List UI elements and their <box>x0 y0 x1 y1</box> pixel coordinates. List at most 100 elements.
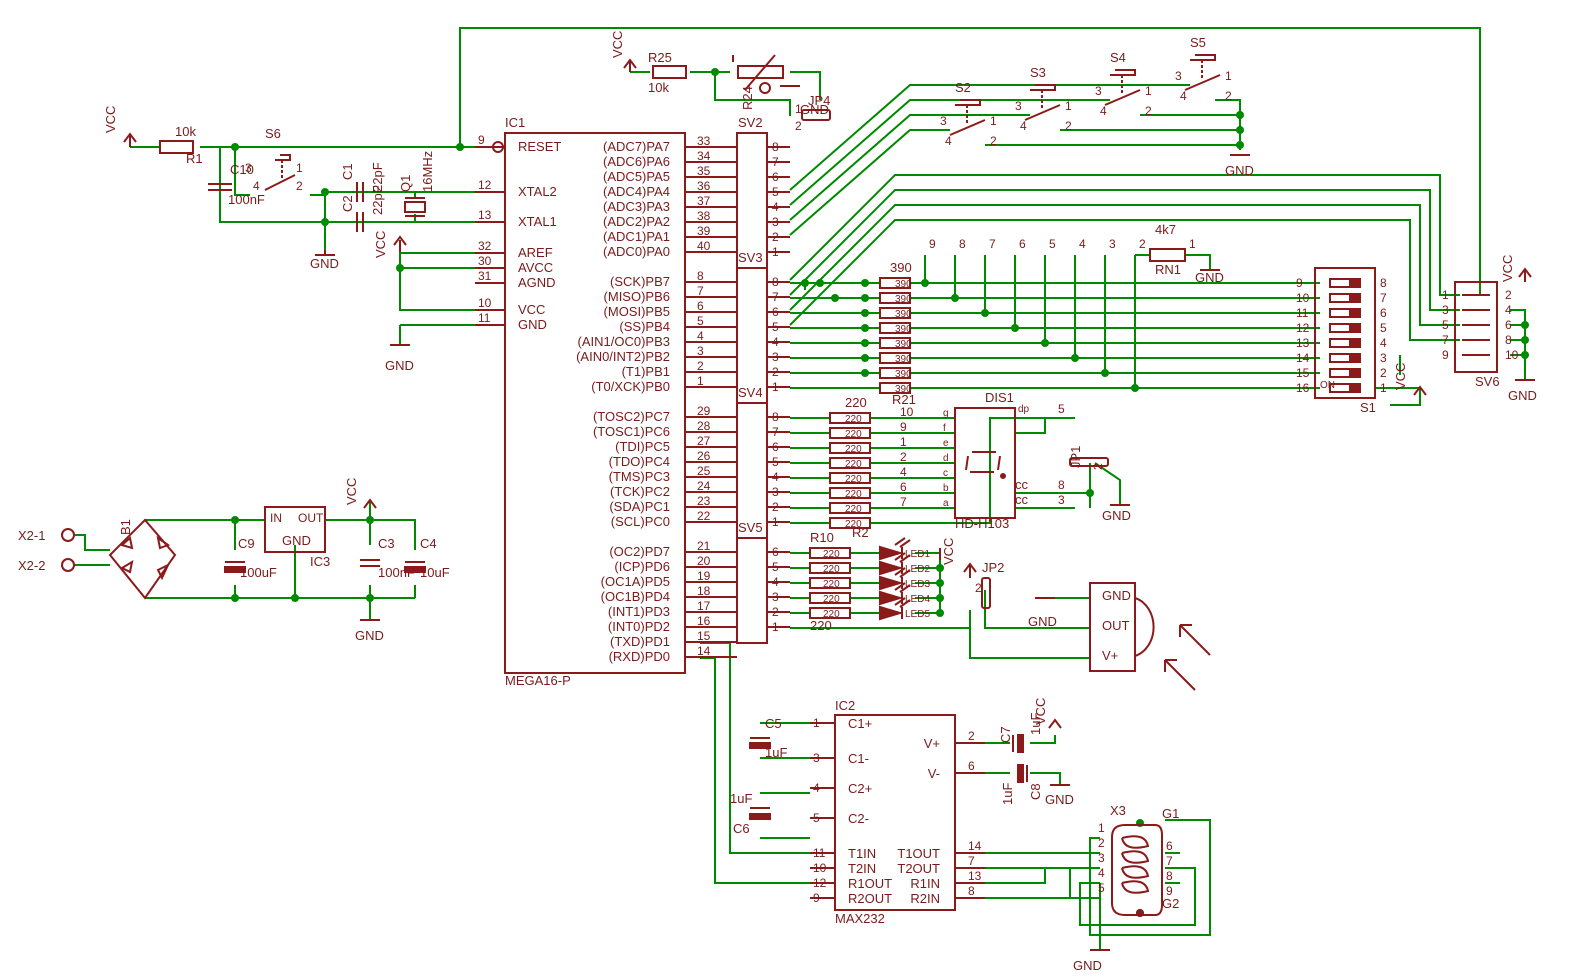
dip-pin-num: 16 <box>1296 381 1310 395</box>
ic1-pin-num: 35 <box>697 164 711 178</box>
r2-value: 220 <box>845 489 862 500</box>
dip-pin-num: 6 <box>1380 306 1387 320</box>
ic2-name: IC2 <box>835 698 855 713</box>
x3-name: X3 <box>1110 803 1126 818</box>
ic1-pin-num: 37 <box>697 194 711 208</box>
ic1-pin-num: 21 <box>697 539 711 553</box>
dip-pin-num: 10 <box>1296 291 1310 305</box>
ic3-out: OUT <box>298 511 324 525</box>
dip-lever <box>1349 309 1360 317</box>
cc-label-1: cc <box>1015 477 1029 492</box>
sv6-pin-num: 9 <box>1442 348 1449 362</box>
ic1-pin-num: 30 <box>478 254 492 268</box>
ic1-pin-num: 38 <box>697 209 711 223</box>
jp2-name: JP2 <box>982 560 1004 575</box>
sv-pin-num: 3 <box>772 350 779 364</box>
rn1-resistor <box>1149 248 1186 262</box>
dis-pin-num: 2 <box>900 450 907 464</box>
ic1-pin-name: (OC1B)PD4 <box>601 589 670 604</box>
db9-pin-num: 5 <box>1098 881 1105 895</box>
r21-resistor <box>879 352 911 364</box>
cc-label-2: cc <box>1015 492 1029 507</box>
r1-name: R1 <box>186 151 203 166</box>
ic1-pin-num: 40 <box>697 239 711 253</box>
s6-pin: 1 <box>296 161 303 175</box>
c8-name: C8 <box>1028 783 1043 800</box>
r21-top-value: 390 <box>890 260 912 275</box>
ic1-pin-name: (TXD)PD1 <box>610 634 670 649</box>
led-r-value: 220 <box>823 579 840 590</box>
dip-lever <box>1349 384 1360 392</box>
ic1-pin-num: 32 <box>478 239 492 253</box>
led-resistor <box>809 607 851 619</box>
sv6-pin-num: 4 <box>1505 303 1512 317</box>
ic1-pin-name: (ADC3)PA3 <box>603 199 670 214</box>
rn1-pin-num: 2 <box>1139 237 1146 251</box>
led-resistor <box>809 547 851 559</box>
r21-value: 390 <box>895 279 912 290</box>
dip-pin-num: 15 <box>1296 366 1310 380</box>
ic1-pin-num: 14 <box>697 644 711 658</box>
dip-pin-num: 4 <box>1380 336 1387 350</box>
r1-value: 10k <box>175 124 196 139</box>
led-r-value: 220 <box>823 609 840 620</box>
max-pin-name: T2IN <box>848 861 876 876</box>
max-pin-num: 9 <box>813 891 820 905</box>
dis-pin-num: 1 <box>900 435 907 449</box>
rn1-name: RN1 <box>1155 262 1181 277</box>
sv-pin-num: 3 <box>772 485 779 499</box>
ir-out-label: OUT <box>1102 618 1130 633</box>
c9-name: C9 <box>238 536 255 551</box>
dip-lever <box>1349 339 1360 347</box>
ic1-pin-num: 15 <box>697 629 711 643</box>
ic1-pin-name: AGND <box>518 275 556 290</box>
sv-pin-num: 7 <box>772 425 779 439</box>
sv-pin-num: 2 <box>772 605 779 619</box>
r2-resistor <box>829 517 871 529</box>
ic1-pin-name: (ICP)PD6 <box>614 559 670 574</box>
ic1-pin-name: XTAL2 <box>518 184 557 199</box>
switch-pin: 2 <box>1145 104 1152 118</box>
ic1-pin-num: 5 <box>697 314 704 328</box>
sv6-pin-num: 8 <box>1505 333 1512 347</box>
r2-resistor <box>829 412 871 424</box>
ic1-pin-num: 18 <box>697 584 711 598</box>
sv5-label: SV5 <box>738 520 763 535</box>
r21-value: 390 <box>895 324 912 335</box>
gnd-label-6: GND <box>1508 388 1537 403</box>
ic1-pin-name: (TDI)PC5 <box>615 439 670 454</box>
dis-pin-num: 7 <box>900 495 907 509</box>
r2-value: 220 <box>845 444 862 455</box>
dis-seg-label: b <box>943 483 949 494</box>
ic1-pin-name: (MISO)PB6 <box>604 289 670 304</box>
r25-name: R25 <box>648 50 672 65</box>
led-r-value: 220 <box>810 618 832 633</box>
ic1-pin-name: (T1)PB1 <box>622 364 670 379</box>
c5-name: C5 <box>765 716 782 731</box>
ic1-pin-num: 1 <box>697 374 704 388</box>
ic1-pin-num: 2 <box>697 359 704 373</box>
ic1-pin-num: 9 <box>478 133 485 147</box>
r2-value: 220 <box>845 504 862 515</box>
max-pin-name: C2- <box>848 811 869 826</box>
switch-name: S5 <box>1190 35 1206 50</box>
max-pin-name: V+ <box>924 736 940 751</box>
vcc-label-6: VCC <box>941 538 956 565</box>
r24-name: R24 <box>740 86 755 110</box>
sv-pin-num: 8 <box>772 410 779 424</box>
dip-pin-num: 3 <box>1380 351 1387 365</box>
rn1-pin-num: 1 <box>1189 237 1196 251</box>
led-name: LED1 <box>905 549 930 560</box>
ic1-pin-name: VCC <box>518 302 545 317</box>
ic2-part: MAX232 <box>835 911 885 926</box>
sv-pin-num: 1 <box>772 380 779 394</box>
